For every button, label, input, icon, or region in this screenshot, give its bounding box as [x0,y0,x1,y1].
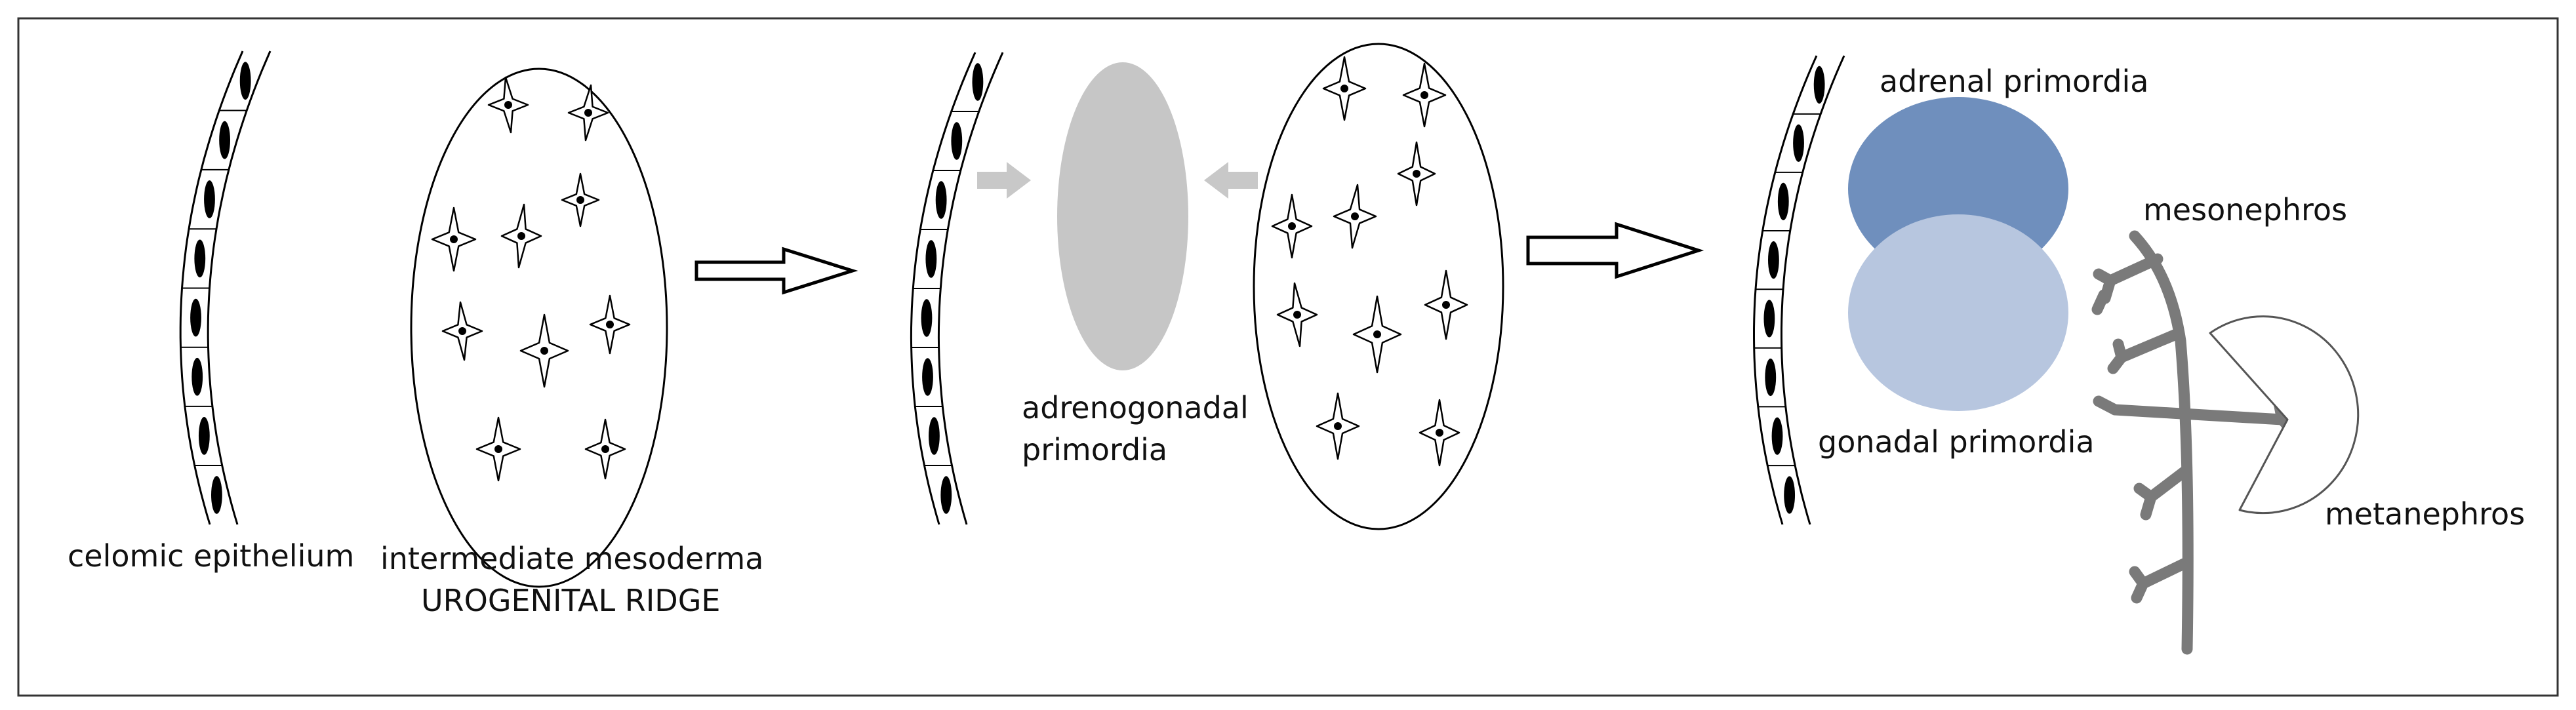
mesenchymal-cell-nucleus [606,321,614,328]
label-adrenal-primordia: adrenal primordia [1880,64,2148,99]
label-mesonephros: mesonephros [2143,192,2347,227]
epithelium-cell-nucleus [940,476,952,514]
label-adrenogonadal: adrenogonadal [1022,390,1249,425]
mesenchymal-cell-nucleus [576,196,584,204]
epithelium-cell-nucleus [929,417,940,455]
epithelium-cell-nucleus [972,63,984,101]
mesenchymal-cells-stage-1 [431,76,631,482]
left-migration-arrow [977,162,1031,199]
mesenchymal-cell-nucleus [1373,330,1381,338]
epithelium-cell-nucleus [1771,417,1783,455]
epithelium-cell-nucleus [1767,241,1779,279]
mesenchymal-cells-stage-2 [1271,56,1468,467]
epithelium-cell-nucleus [239,62,251,100]
mesenchymal-cell-nucleus [1436,429,1443,437]
mesenchymal-cell-nucleus [601,445,609,453]
intermediate-mesoderm-oval-stage-2 [1253,43,1504,530]
mesenchymal-cell-nucleus [1351,212,1359,220]
mesenchymal-cell-nucleus [504,101,512,109]
epithelium-cell-nucleus [1777,182,1789,220]
gonadal-primordia-shape [1848,214,2068,411]
mesenchymal-cell-nucleus [1334,422,1342,430]
mesenchymal-cell-nucleus [517,232,525,240]
mesenchymal-cell-nucleus [1413,170,1420,178]
epithelium-cell-nucleus [204,180,215,218]
epithelium-cell-nucleus [1765,358,1777,397]
epithelium-cell-nucleus [1763,300,1775,338]
mesenchymal-cell-nucleus [1340,85,1348,92]
celomic-epithelium-stage-2 [910,52,1004,525]
epithelium-cell-nucleus [194,239,206,278]
epithelium-cell-nucleus [951,122,963,160]
metanephros-shape [2209,315,2360,515]
mesenchymal-cell-nucleus [584,109,592,117]
stage-1-to-2-arrow [694,247,858,295]
label-primordia: primordia [1022,432,1167,467]
mesenchymal-cell-nucleus [1288,222,1296,230]
label-gonadal-primordia: gonadal primordia [1818,424,2095,460]
mesenchymal-cell-nucleus [1293,311,1301,319]
mesenchymal-cell-nucleus [458,327,466,335]
epithelium-cell-nucleus [198,417,210,455]
epithelium-cell-nucleus [922,358,933,396]
epithelium-cell-nucleus [1784,476,1796,514]
label-metanephros: metanephros [2325,496,2525,532]
right-migration-arrow [1204,162,1258,199]
mesenchymal-cell-nucleus [450,235,458,243]
epithelium-cell-nucleus [191,357,203,396]
mesenchymal-cell-nucleus [1420,91,1428,99]
label-intermediate-mesoderma: intermediate mesoderma [380,541,763,576]
epithelium-cell-nucleus [925,240,937,278]
celomic-epithelium-stage-3 [1753,55,1845,525]
adrenogonadal-primordia-shape [1057,62,1188,370]
mesenchymal-cell-nucleus [494,445,502,453]
epithelium-cell-nucleus [935,181,947,219]
epithelium-cell-nucleus [219,121,230,159]
epithelium-cell-nucleus [190,298,201,337]
label-celomic-epithelium: celomic epithelium [68,538,354,574]
mesenchymal-cell-nucleus [1442,301,1450,309]
epithelium-cell-nucleus [1793,124,1804,162]
label-urogenital-ridge: UROGENITAL RIDGE [421,583,720,618]
mesenchymal-cell-nucleus [540,347,548,355]
celomic-epithelium-stage-1 [179,50,272,525]
epithelium-outer-edge [937,52,1004,525]
epithelium-cell-nucleus [211,476,222,514]
epithelium-cell-nucleus [1813,66,1825,104]
epithelium-cell-nucleus [921,299,933,337]
stage-2-to-3-arrow [1526,222,1704,279]
